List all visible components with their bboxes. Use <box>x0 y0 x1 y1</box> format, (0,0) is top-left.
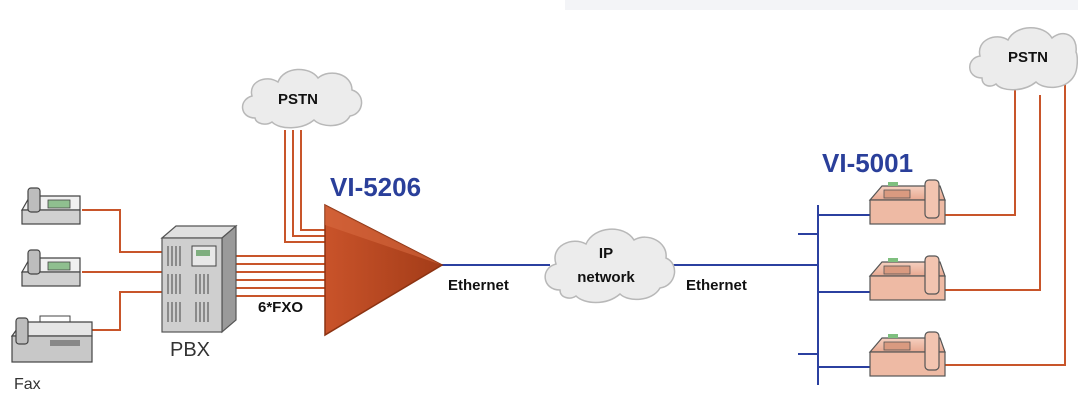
top-panel-strip <box>565 0 1078 10</box>
ip-label-line2: network <box>577 269 635 286</box>
pbx-device: PBX <box>160 224 238 361</box>
pstn-left-line-3 <box>300 130 325 231</box>
phone-2-icon <box>20 249 81 287</box>
pstn-left-line-2 <box>292 130 325 237</box>
vi-5001-label: VI-5001 <box>822 148 913 178</box>
fax-line <box>92 291 162 331</box>
pstn-cloud-left: PSTN <box>241 68 363 129</box>
ethernet-lines <box>440 205 870 385</box>
pbx-display <box>196 250 210 256</box>
fax-label: Fax <box>14 376 41 393</box>
vi-5206-label: VI-5206 <box>330 172 421 202</box>
pstn-cloud-right: PSTN <box>969 27 1078 91</box>
remote-phone-3-icon <box>868 331 946 377</box>
triangle-highlight <box>325 205 442 265</box>
ip-label-line1: IP <box>599 245 613 262</box>
pbx-side <box>221 224 237 334</box>
ethernet-right-label: Ethernet <box>686 277 747 294</box>
analog-lines <box>82 80 1066 366</box>
remote-phone1-line <box>945 88 1016 216</box>
fxo-label: 6*FXO <box>258 299 303 316</box>
ip-network-cloud: IP network <box>544 228 676 304</box>
ethernet-left-label: Ethernet <box>448 277 509 294</box>
pbx-vents <box>167 246 209 322</box>
pstn-left-label: PSTN <box>278 91 318 108</box>
pstn-right-label: PSTN <box>1008 49 1048 66</box>
remote-phone-2-icon <box>868 255 946 301</box>
remote-phone3-line <box>945 80 1066 366</box>
fax-icon: Fax <box>10 315 93 393</box>
ip-cloud-shape <box>544 228 676 304</box>
vi-5206-device: VI-5206 <box>324 172 444 337</box>
pstn-left-line-1 <box>284 130 325 243</box>
remote-phone-1-icon <box>868 179 946 225</box>
pstn-cloud-left-shape <box>241 68 363 129</box>
phone-1-icon <box>20 187 81 225</box>
pbx-label: PBX <box>170 339 210 361</box>
remote-phone2-line <box>945 95 1041 291</box>
phone1-line <box>82 209 162 253</box>
pstn-cloud-right-shape <box>969 27 1078 91</box>
